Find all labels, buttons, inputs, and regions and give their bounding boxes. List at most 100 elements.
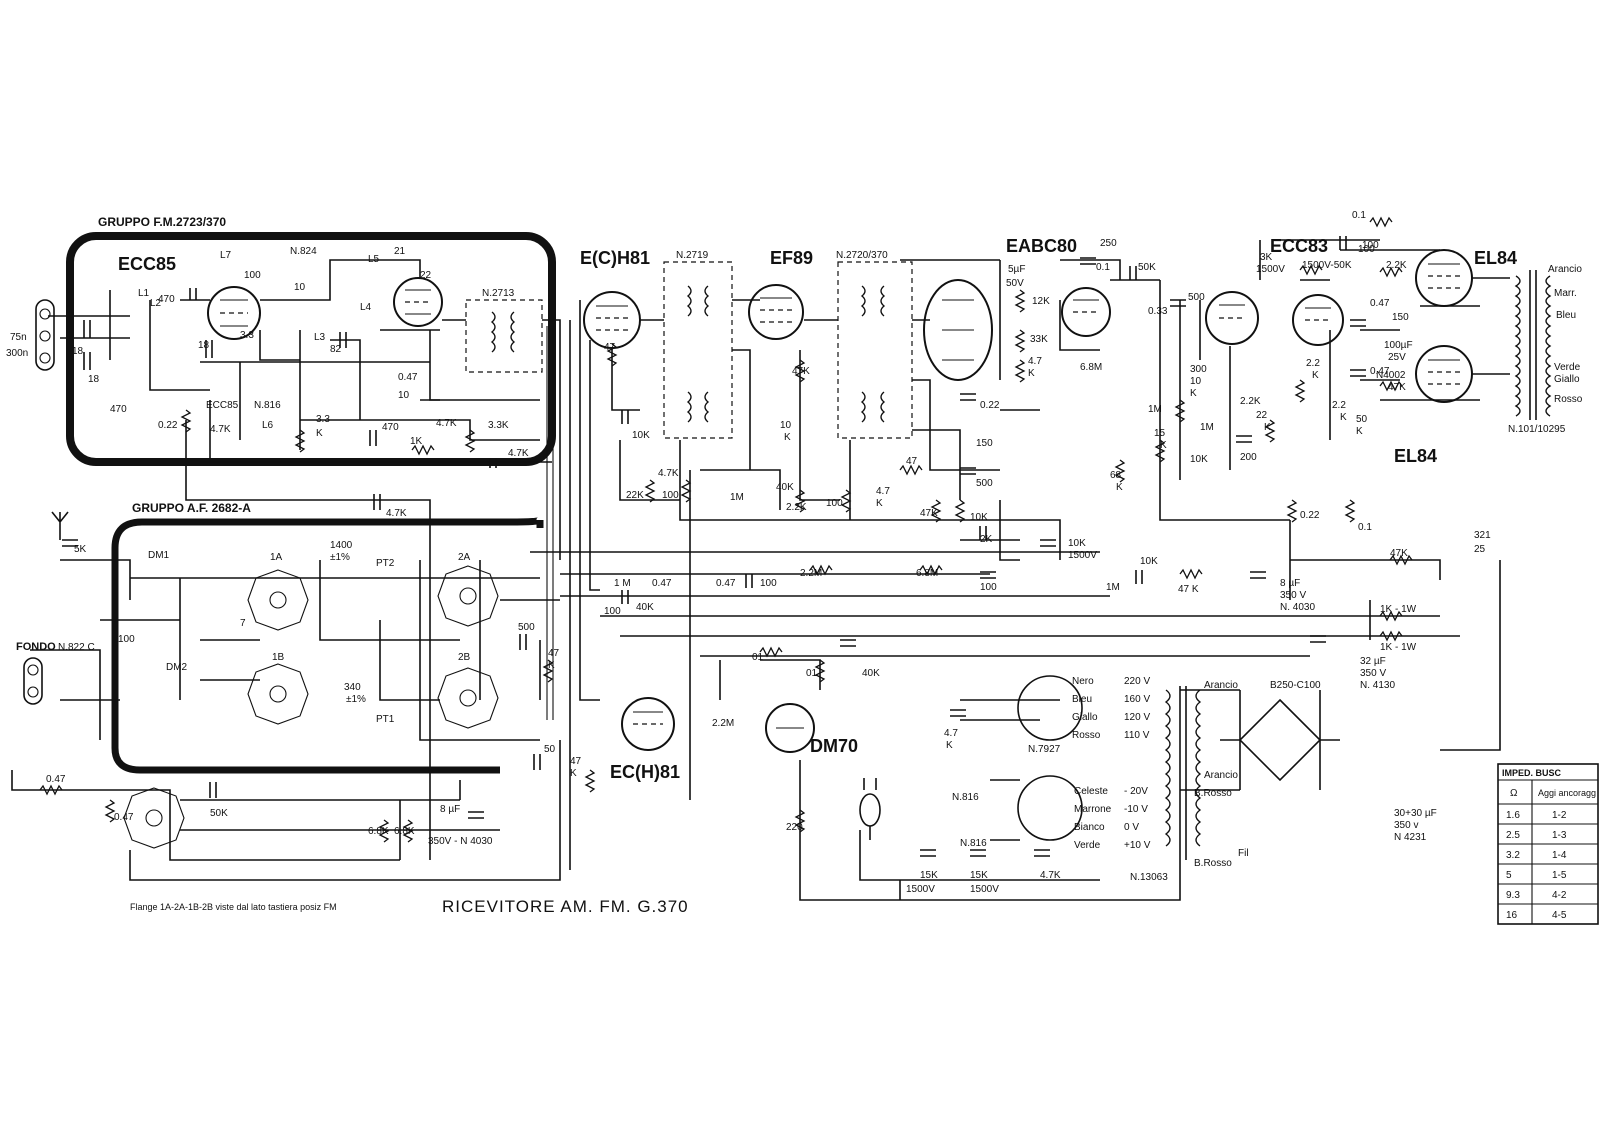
lbl-c28: L5	[368, 254, 380, 265]
lbl-c9: 100	[244, 270, 261, 281]
lbl-c63: 100	[662, 490, 679, 501]
lbl-c30: 5K	[74, 544, 87, 555]
lbl-c38: DM2	[166, 662, 188, 673]
tube-label-eabc80: EABC80	[1006, 236, 1077, 256]
lbl-c121: 1500V	[1256, 264, 1285, 275]
tube-label-el84-top: EL84	[1474, 248, 1517, 268]
lbl-c76: 2K	[980, 534, 993, 545]
lbl-c33: 1400	[330, 540, 353, 551]
lbl-c147: K	[1340, 412, 1347, 423]
lbl-c13: L3	[314, 332, 326, 343]
lbl-c86: 01	[806, 668, 818, 679]
wiring	[11, 239, 1510, 901]
lbl-c42: PT1	[376, 714, 395, 725]
lbl-c7: 18	[198, 340, 210, 351]
lbl-c32: 1A	[270, 552, 283, 563]
sec-0-volt: - 20V	[1124, 786, 1148, 797]
lbl-n816-a: N.816	[952, 792, 979, 803]
lbl-c21: 470	[382, 422, 399, 433]
lbl-c166: 350 v	[1394, 820, 1418, 831]
af-group-label: GRUPPO A.F. 2682-A	[132, 501, 251, 515]
lbl-c41: ±1%	[346, 694, 366, 705]
wire-fil: Fil	[1238, 848, 1249, 859]
sec-2-volt: 0 V	[1124, 822, 1139, 833]
mains-2-color: Giallo	[1072, 712, 1098, 723]
lbl-c78: 1 M	[614, 578, 631, 589]
lbl-n101: N.101/10295	[1508, 424, 1566, 435]
lbl-ecc85-small: ECC85	[206, 400, 239, 411]
lbl-c55: 6.8K	[368, 826, 389, 837]
lbl-c52: 0.47	[46, 774, 66, 785]
lbl-c127: 22	[1256, 410, 1268, 421]
tube-ecc85	[207, 286, 261, 340]
tube-label-ef89: EF89	[770, 248, 813, 268]
lbl-c23: 4.7K	[436, 418, 457, 429]
lbl-c81: 100	[760, 578, 777, 589]
lbl-c49: 50	[544, 744, 556, 755]
lbl-c73: 47	[906, 456, 918, 467]
antenna-connector	[35, 299, 55, 371]
lbl-c118: 10K	[1140, 556, 1158, 567]
lbl-c110: 4.7	[1028, 356, 1042, 367]
lbl-c167: N 4231	[1394, 832, 1427, 843]
sec-1-volt: -10 V	[1124, 804, 1148, 815]
sec-1-color: Marrone	[1074, 804, 1112, 815]
lbl-c12: L6	[262, 420, 274, 431]
tube-ecc83-c	[1292, 294, 1344, 346]
out-bleu: Bleu	[1556, 310, 1576, 321]
lbl-n816-b: N.816	[960, 838, 987, 849]
wafer-fondo	[123, 787, 185, 849]
lbl-n824: N.824	[290, 246, 317, 257]
lbl-c82: 2.2M	[800, 568, 822, 579]
lbl-c25: 4.7K	[508, 448, 529, 459]
out-verde: Verde	[1554, 362, 1581, 373]
lbl-c56: 6.8K	[394, 826, 415, 837]
lbl-c92: 50K	[1138, 262, 1156, 273]
lbl-c158: K	[946, 740, 953, 751]
lbl-c75: 10K	[970, 512, 988, 523]
lbl-c126: 2.2K	[1240, 396, 1261, 407]
lbl-c71: 10	[780, 420, 792, 431]
lbl-c37: 100	[118, 634, 135, 645]
lbl-c116: 1500V	[1068, 550, 1097, 561]
lbl-c142: 0.47	[1370, 366, 1390, 377]
wafer-1b	[247, 663, 309, 725]
imp-r0-ohm: 1.6	[1506, 810, 1520, 821]
lbl-c67: 100	[826, 498, 843, 509]
tube-ef89	[748, 284, 804, 340]
lbl-c62: 4.7K	[658, 468, 679, 479]
lbl-c139: 100µF	[1384, 340, 1413, 351]
secondary-selector	[1017, 775, 1083, 841]
mains-0-color: Nero	[1072, 676, 1094, 687]
transformer-labels: N.824 N.2713 N.2719 N.2720/370 N.816 ECC…	[58, 246, 1566, 883]
tube-ech81-top	[583, 291, 641, 349]
drawing-title: RICEVITORE AM. FM. G.370	[442, 897, 689, 916]
output-wire-labels: Arancio Marr. Bleu Verde Giallo Rosso	[1548, 264, 1583, 405]
bridge-rectifier	[1238, 698, 1322, 782]
lbl-c141: N4002	[1376, 370, 1406, 381]
lbl-c61: 22K	[626, 490, 644, 501]
lbl-c31: DM1	[148, 550, 170, 561]
lbl-n2719: N.2719	[676, 250, 709, 261]
lbl-c114: 500	[976, 478, 993, 489]
lbl-c93: 6.8M	[1080, 362, 1102, 373]
lbl-c54: 50K	[210, 808, 228, 819]
lbl-c95: 500	[1188, 292, 1205, 303]
lbl-c29: 4.7K	[386, 508, 407, 519]
lbl-c43: 2A	[458, 552, 471, 563]
lbl-c115: 10K	[1068, 538, 1086, 549]
lbl-c157: 4.7	[944, 728, 958, 739]
lbl-c96: 1M	[1148, 404, 1162, 415]
lbl-n2720: N.2720/370	[836, 250, 888, 261]
lbl-c125: K	[1312, 370, 1319, 381]
lbl-c106: 5µF	[1008, 264, 1025, 275]
lbl-n2713: N.2713	[482, 288, 515, 299]
imp-r2-ohm: 3.2	[1506, 850, 1520, 861]
lbl-c163: 4.7K	[1040, 870, 1061, 881]
lbl-c11: 4.7K	[210, 424, 231, 435]
lbl-c135: 100	[1362, 240, 1379, 251]
lbl-c6: L2	[150, 298, 162, 309]
sec-3-volt: +10 V	[1124, 840, 1151, 851]
tube-ecc83-a	[1061, 287, 1111, 337]
lbl-c27: 21	[394, 246, 406, 257]
